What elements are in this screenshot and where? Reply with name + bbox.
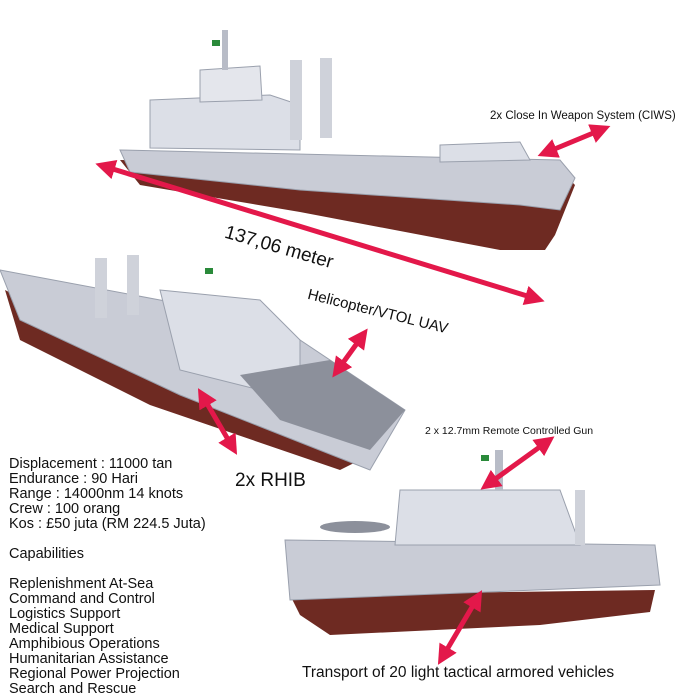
spec-displacement: Displacement : 11000 tan — [9, 456, 173, 472]
capability-item: Search and Rescue — [9, 681, 137, 697]
capability-item: Replenishment At-Sea — [9, 576, 154, 592]
transport-arrow — [437, 590, 483, 665]
spec-range: Range : 14000nm 14 knots — [9, 486, 184, 502]
ship-side-view-top — [119, 30, 576, 250]
capability-item: Amphibious Operations — [9, 636, 160, 652]
spec-endurance: Endurance : 90 Hari — [9, 471, 138, 487]
ciws-label: 2x Close In Weapon System (CIWS) — [490, 110, 676, 122]
rhib-arrow — [197, 388, 238, 455]
spec-crew: Crew : 100 orang — [9, 501, 121, 517]
transport-label: Transport of 20 light tactical armored v… — [302, 664, 615, 681]
capability-item: Command and Control — [9, 591, 155, 607]
specifications-list: Displacement : 11000 tan Endurance : 90 … — [9, 457, 206, 697]
ship-bow-view-bottom — [284, 450, 661, 635]
capability-item: Logistics Support — [9, 606, 121, 622]
gun-label: 2 x 12.7mm Remote Controlled Gun — [425, 425, 594, 437]
rhib-label: 2x RHIB — [235, 470, 306, 491]
length-arrow — [95, 159, 545, 306]
capability-item: Regional Power Projection — [9, 666, 180, 682]
capability-item: Medical Support — [9, 621, 114, 637]
capabilities-heading: Capabilities — [9, 546, 84, 562]
ciws-arrow — [537, 124, 611, 158]
gun-arrow — [480, 436, 555, 490]
helicopter-arrow — [332, 328, 368, 378]
capability-item: Humanitarian Assistance — [9, 651, 169, 667]
spec-cost: Kos : £50 juta (RM 224.5 Juta) — [9, 516, 206, 532]
